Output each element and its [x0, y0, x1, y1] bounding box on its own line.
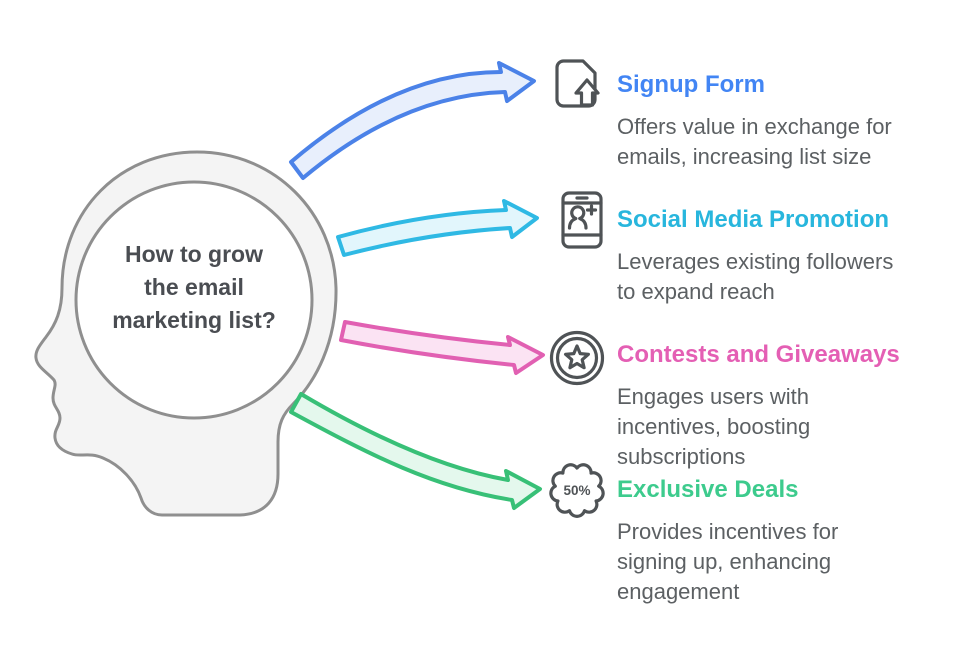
phone-add-user-icon: [561, 191, 603, 249]
item-social-media-promotion: Social Media Promotion Leverages existin…: [617, 205, 976, 307]
item-title: Exclusive Deals: [617, 476, 799, 503]
star-medal-icon: [549, 330, 605, 386]
item-signup-form: Signup Form Offers value in exchange for…: [617, 70, 976, 172]
item-description: Engages users with incentives, boosting …: [617, 384, 811, 469]
arrow-contests: [339, 320, 545, 375]
badge-percent-text: 50%: [563, 483, 590, 498]
question-text: How to grow the email marketing list?: [112, 241, 276, 333]
document-upload-icon: [555, 59, 600, 108]
discount-badge-icon: 50%: [549, 463, 605, 518]
thought-circle: [74, 180, 314, 420]
item-title: Social Media Promotion: [617, 206, 890, 233]
item-description: Offers value in exchange for emails, inc…: [617, 114, 892, 169]
item-description: Provides incentives for signing up, enha…: [617, 519, 839, 604]
arrow-exclusive-deals: [289, 392, 542, 510]
item-description: Leverages existing followers to expand r…: [617, 249, 894, 304]
arrow-social-media: [336, 199, 539, 257]
item-title: Contests and Giveaways: [617, 341, 900, 368]
item-title: Signup Form: [617, 71, 765, 98]
item-exclusive-deals: Exclusive Deals Provides incentives for …: [617, 475, 976, 607]
item-contests-and-giveaways: Contests and Giveaways Engages users wit…: [617, 340, 976, 472]
arrow-signup-form: [289, 61, 536, 180]
